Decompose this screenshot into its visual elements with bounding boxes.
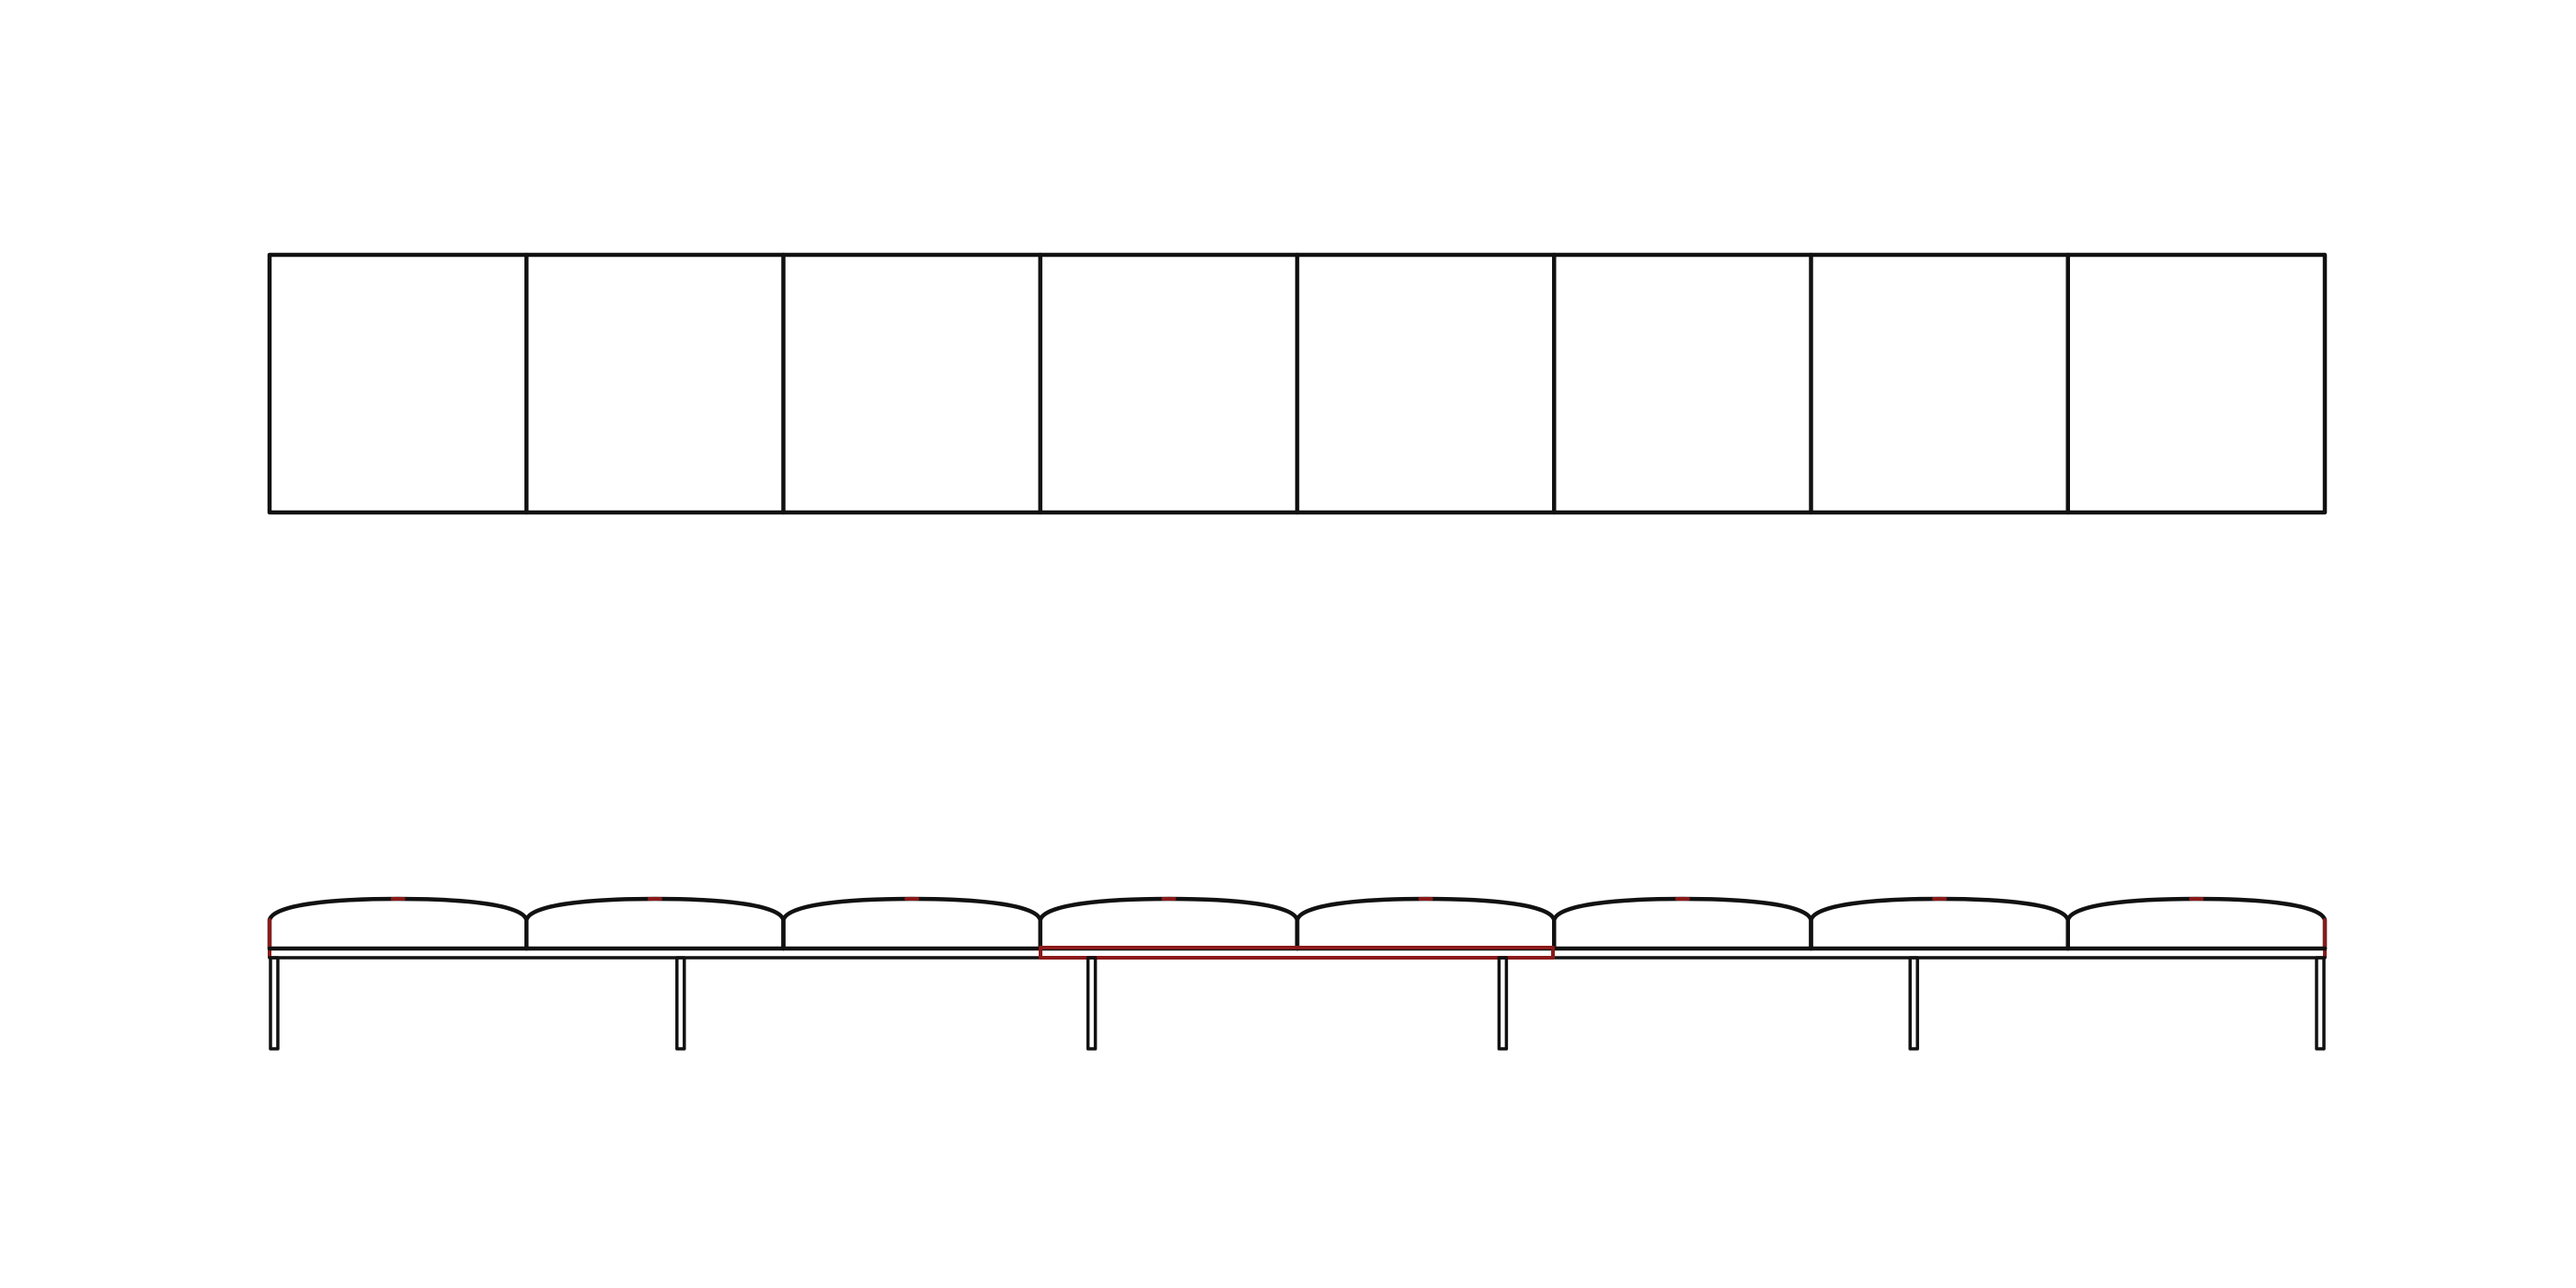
seat-cushion <box>1294 896 1557 951</box>
seat-cushion <box>267 896 529 951</box>
elevation-view <box>267 896 2328 1051</box>
bench-leg <box>1908 956 1919 1051</box>
seat-cushion <box>781 896 1042 951</box>
plan-view <box>267 252 2328 515</box>
bench-leg <box>2315 956 2326 1051</box>
bench-leg <box>269 956 280 1051</box>
bench-leg <box>1497 956 1509 1051</box>
plan-seat-dividers <box>524 252 2070 515</box>
seat-cushions <box>267 896 2328 951</box>
seat-cushion <box>1809 896 2070 951</box>
seat-cushion <box>524 896 786 951</box>
bench-leg <box>1086 956 1098 1051</box>
bench-leg <box>675 956 686 1051</box>
seat-cushion <box>1552 896 1813 951</box>
bench-legs <box>269 956 2326 1051</box>
seat-cushion <box>1038 896 1300 951</box>
seat-cushion <box>2065 896 2328 951</box>
